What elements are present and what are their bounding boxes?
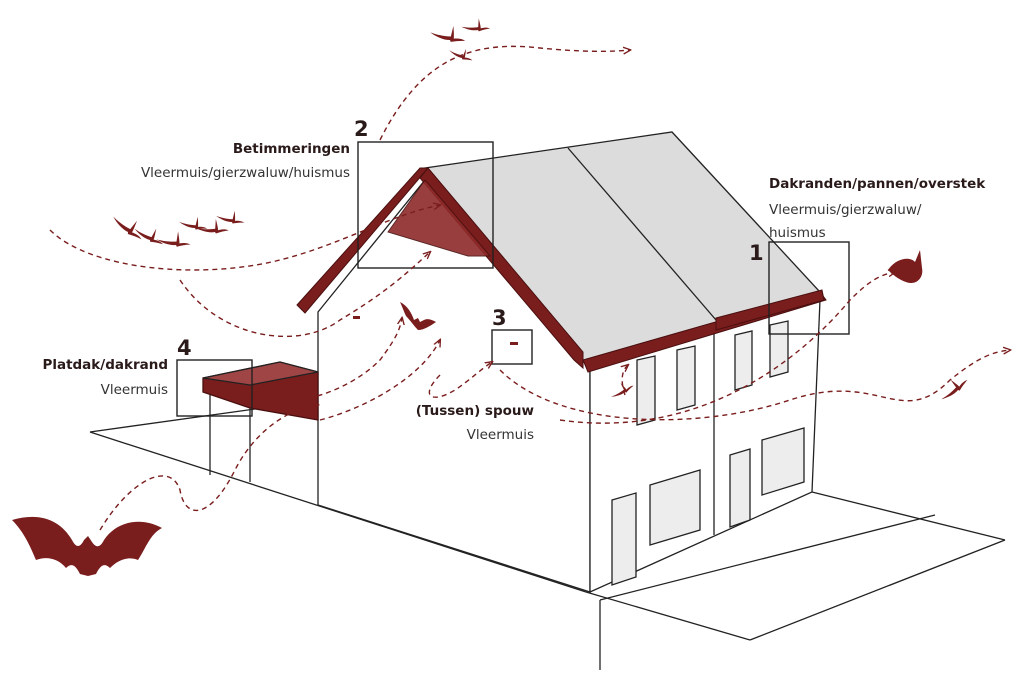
callout-heading-2: Betimmeringen — [232, 141, 350, 157]
flight-path-arrow — [319, 340, 440, 421]
callout-species-2: Vleermuis/gierzwaluw/huismus — [140, 165, 350, 181]
flight-path-arrow — [499, 350, 1010, 421]
callout-number-1: 1 — [749, 241, 764, 265]
flight-paths — [49, 45, 1010, 531]
ground-plane — [89, 401, 1006, 670]
callout-number-2: 2 — [354, 117, 369, 141]
wall-mark — [353, 316, 360, 319]
callout-species-3: Vleermuis — [466, 427, 534, 443]
callout-number-3: 3 — [492, 306, 507, 330]
callout-box-3 — [491, 329, 533, 365]
sparrow-icon — [888, 250, 923, 284]
flight-path-arrow — [99, 405, 318, 531]
flight-path-arrow — [428, 362, 492, 398]
callout-species-4: Vleermuis — [100, 382, 168, 398]
callout-boxes — [176, 141, 850, 417]
windows-doors — [611, 320, 805, 586]
callout-box-1 — [768, 241, 850, 335]
callout-box-4 — [176, 359, 253, 417]
gable-verge — [296, 167, 827, 373]
flight-path-arrow — [379, 45, 630, 141]
callout-heading-1: Dakranden/pannen/overstek — [769, 176, 986, 192]
flight-path-arrow — [299, 318, 402, 401]
swift-icon — [430, 14, 491, 65]
callout-box-2 — [357, 141, 494, 269]
bat-icon — [12, 302, 436, 576]
callout-species-1b: huismus — [769, 225, 826, 241]
callout-heading-4: Platdak/dakrand — [42, 357, 168, 373]
callout-heading-3: (Tussen) spouw — [415, 403, 534, 419]
callout-number-4: 4 — [177, 336, 192, 360]
flight-path-arrow — [559, 272, 895, 424]
callout-species-1: Vleermuis/gierzwaluw/ — [769, 202, 922, 218]
swift-icon — [111, 207, 245, 257]
annex — [202, 361, 319, 482]
cavity-vent — [510, 342, 518, 345]
flight-path-arrow — [49, 205, 440, 271]
flight-path-arrow — [179, 252, 430, 337]
